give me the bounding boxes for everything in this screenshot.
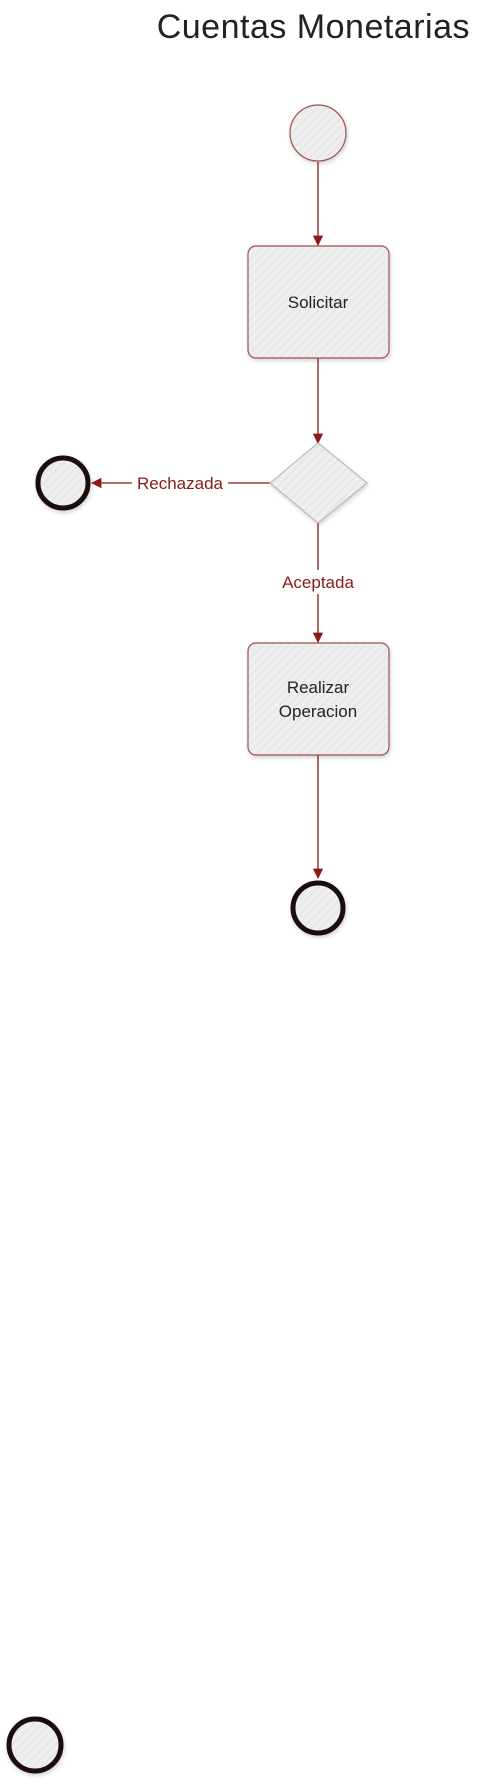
edge-label-aceptada: Aceptada [282, 573, 354, 592]
decision-node [269, 442, 368, 524]
end-node-orphan [6, 1716, 64, 1774]
start-node [289, 104, 347, 162]
action-solicitar-label: Solicitar [288, 293, 349, 312]
action-realizar-operacion [247, 642, 390, 756]
action-realizar-label-line2: Operacion [279, 702, 357, 721]
end-node-rechazada [35, 455, 91, 511]
action-realizar-label-line1: Realizar [287, 678, 350, 697]
diagram-title: Cuentas Monetarias [156, 8, 470, 46]
action-solicitar [247, 245, 390, 359]
edge-label-rechazada: Rechazada [137, 474, 224, 493]
end-node-final [290, 880, 346, 936]
